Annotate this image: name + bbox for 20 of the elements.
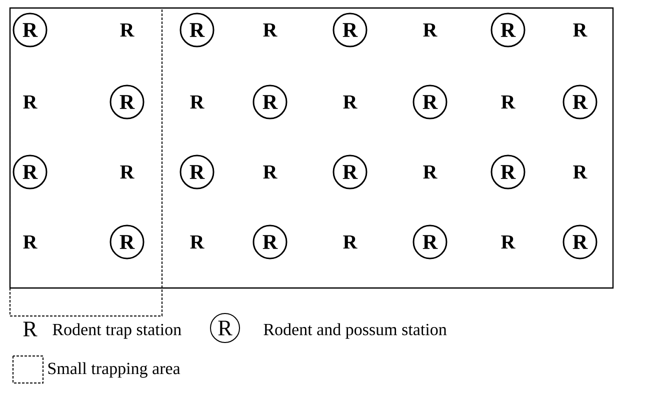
station-letter: R (573, 23, 588, 37)
station-letter: R (573, 165, 588, 179)
station-letter: R (423, 23, 438, 37)
station-letter: R (120, 165, 134, 179)
station-letter: R (343, 95, 358, 109)
legend-text: Rodent and possum station (264, 323, 447, 339)
station-letter: R (120, 23, 134, 37)
station-letter: R (190, 235, 204, 249)
station-letter: R (190, 95, 204, 109)
station-letter: R (263, 165, 278, 179)
station-letter: R (423, 165, 438, 179)
station-letter: R (501, 95, 516, 109)
legend-letter: R (23, 322, 38, 336)
station-letter: R (263, 23, 278, 37)
legend-text: Rodent trap station (52, 323, 182, 339)
station-letter: R (23, 235, 38, 249)
station-letter: R (501, 235, 516, 249)
station-letter: R (343, 235, 358, 249)
legend-text: Small trapping area (48, 362, 180, 378)
station-letter: R (23, 95, 38, 109)
